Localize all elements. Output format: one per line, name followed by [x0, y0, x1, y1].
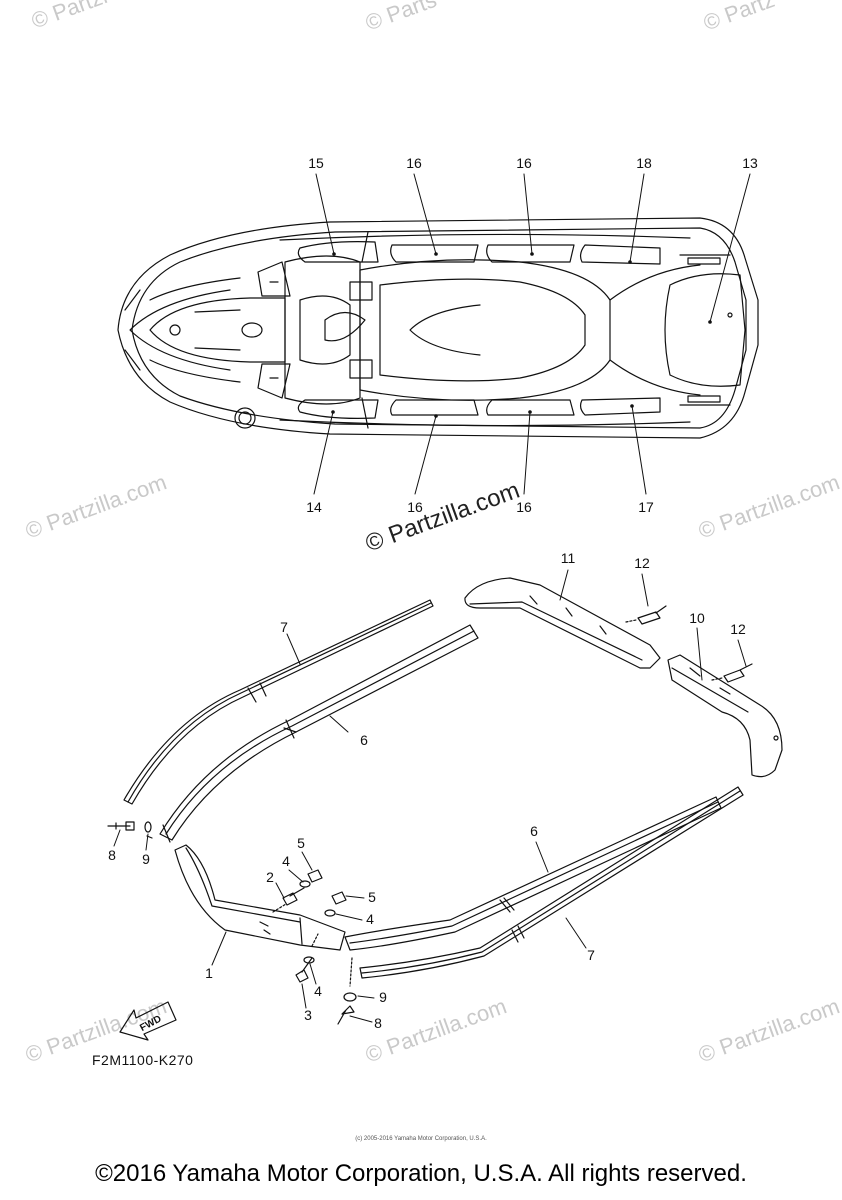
mat-front-right — [297, 399, 379, 419]
fwd-arrow — [119, 1001, 177, 1041]
callout-6: 6 — [530, 823, 538, 839]
part-8-rivet-right — [337, 1005, 355, 1025]
callout-3: 3 — [304, 1007, 312, 1023]
part-9-washer-left — [144, 821, 152, 833]
part-6-left-rail — [159, 624, 479, 843]
part-5-nut-a — [307, 869, 323, 883]
callout-16: 16 — [407, 499, 423, 515]
part-12-pin-upper — [625, 605, 667, 625]
small-copyright-notice: (c) 2005-2016 Yamaha Motor Corporation, … — [355, 1136, 487, 1142]
mat-rear-right — [579, 397, 661, 416]
callout-16: 16 — [516, 499, 532, 515]
part-4-washer-b — [324, 909, 336, 917]
callout-9: 9 — [379, 989, 387, 1005]
callout-4: 4 — [314, 983, 322, 999]
callout-8: 8 — [108, 847, 116, 863]
mat-front-left — [297, 241, 379, 263]
callout-8: 8 — [374, 1015, 382, 1031]
watercraft-top-view — [117, 217, 759, 439]
callout-12: 12 — [730, 621, 746, 637]
part-1-bow-trim — [174, 844, 346, 951]
callout-1: 1 — [205, 965, 213, 981]
part-4-washer-a — [299, 880, 311, 888]
callout-9: 9 — [142, 851, 150, 867]
callout-4: 4 — [366, 911, 374, 927]
mat-rear-left — [579, 244, 661, 265]
callout-18: 18 — [636, 155, 652, 171]
diagram-code: F2M1100-K270 — [92, 1052, 194, 1068]
copyright-footer: ©2016 Yamaha Motor Corporation, U.S.A. A… — [95, 1160, 747, 1187]
callout-16: 16 — [516, 155, 532, 171]
callout-7: 7 — [587, 947, 595, 963]
part-3-bolt — [295, 933, 319, 983]
callout-5: 5 — [368, 889, 376, 905]
swim-platform-mat — [664, 273, 746, 387]
callout-2: 2 — [266, 869, 274, 885]
callout-17: 17 — [638, 499, 654, 515]
part-10-stern-trim — [667, 654, 783, 778]
mat-mid-right-2 — [486, 399, 575, 416]
part-2-screw — [272, 887, 305, 913]
part-8-rivet-left — [107, 821, 135, 831]
callout-15: 15 — [308, 155, 324, 171]
part-5-nut-b — [331, 891, 347, 905]
callout-7: 7 — [280, 619, 288, 635]
callout-14: 14 — [306, 499, 322, 515]
callout-4: 4 — [282, 853, 290, 869]
part-11-stern-trim — [464, 577, 661, 669]
callout-5: 5 — [297, 835, 305, 851]
callout-16: 16 — [406, 155, 422, 171]
callout-12: 12 — [634, 555, 650, 571]
part-6-right-rail — [344, 796, 722, 951]
mat-mid-left-2 — [486, 244, 575, 263]
mat-mid-left-1 — [390, 244, 479, 263]
part-7-right-strip — [359, 786, 744, 979]
callout-13: 13 — [742, 155, 758, 171]
part-12-pin-lower — [711, 663, 753, 683]
callout-6: 6 — [360, 732, 368, 748]
part-7-left-strip — [123, 599, 434, 805]
callout-10: 10 — [689, 610, 705, 626]
mat-mid-right-1 — [390, 399, 479, 416]
callout-11: 11 — [561, 550, 576, 566]
part-9-washer-right — [343, 992, 357, 1002]
